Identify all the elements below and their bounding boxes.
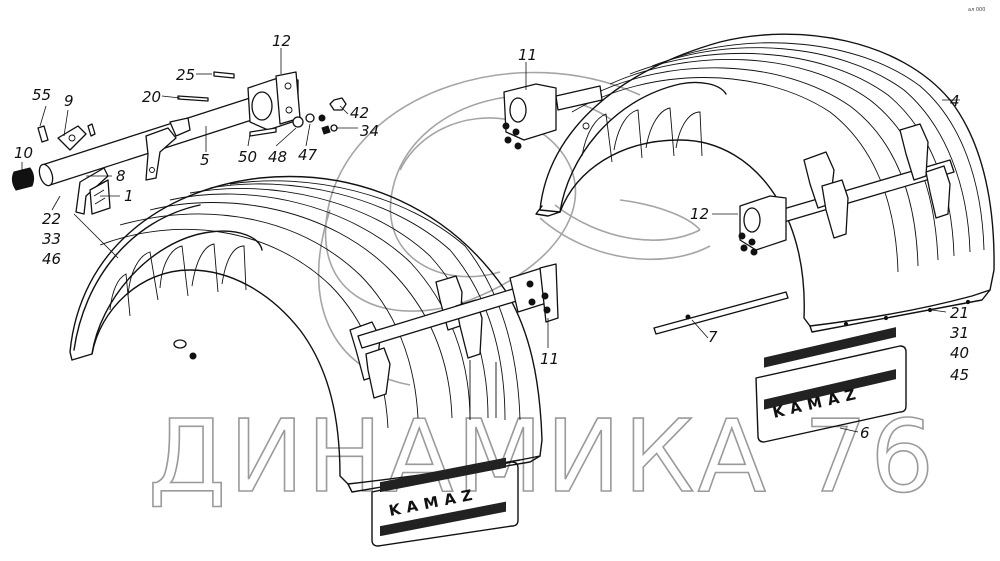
- fender-shell: [539, 33, 995, 327]
- callout-8: 8: [116, 167, 126, 185]
- bracket-part: [75, 167, 109, 215]
- strip-part: [653, 291, 789, 335]
- watermark-text: ДИНАМИКА 76: [148, 398, 937, 515]
- corner-mark: ал 000: [968, 7, 985, 13]
- end-cap-part: [11, 167, 35, 191]
- clamp-part: [57, 125, 87, 151]
- callout-33: 33: [42, 230, 61, 248]
- callout-20: 20: [142, 88, 161, 106]
- callout-9: 9: [64, 92, 74, 110]
- right-fender: [502, 33, 995, 333]
- callout-6: 6: [860, 424, 870, 442]
- callout-11-upper: 11: [518, 46, 537, 64]
- callout-42: 42: [350, 104, 369, 122]
- mudflap-outline: [371, 461, 519, 547]
- callout-46: 46: [42, 250, 61, 268]
- leader-lines: [21, 48, 960, 433]
- callout-12-upper: 12: [272, 32, 291, 50]
- mudflap-outline: [755, 345, 907, 443]
- callout-4: 4: [950, 92, 960, 110]
- left-bracket-assembly: [11, 71, 347, 259]
- callout-31: 31: [950, 324, 969, 342]
- callout-45: 45: [950, 366, 969, 384]
- callout-7: 7: [708, 328, 718, 346]
- callout-40: 40: [950, 344, 969, 362]
- callout-25: 25: [176, 66, 195, 84]
- callout-10: 10: [14, 144, 33, 162]
- callout-21: 21: [950, 304, 969, 322]
- callout-47: 47: [298, 146, 318, 164]
- callout-48: 48: [268, 148, 287, 166]
- leader-line: [73, 213, 119, 259]
- callout-11-lower: 11: [540, 350, 559, 368]
- callout-12-right: 12: [690, 205, 709, 223]
- callout-50: 50: [238, 148, 257, 166]
- callout-1: 1: [124, 187, 134, 205]
- callout-34: 34: [360, 122, 379, 140]
- callout-55: 55: [32, 86, 51, 104]
- callout-labels: 55 9 10 8 1 22 33 46 25 20 5 12 42 34 50…: [14, 32, 969, 442]
- callout-5: 5: [200, 151, 210, 169]
- callout-22: 22: [42, 210, 61, 228]
- left-mudflap: KAMAZ: [371, 457, 519, 547]
- left-fender: [69, 175, 559, 493]
